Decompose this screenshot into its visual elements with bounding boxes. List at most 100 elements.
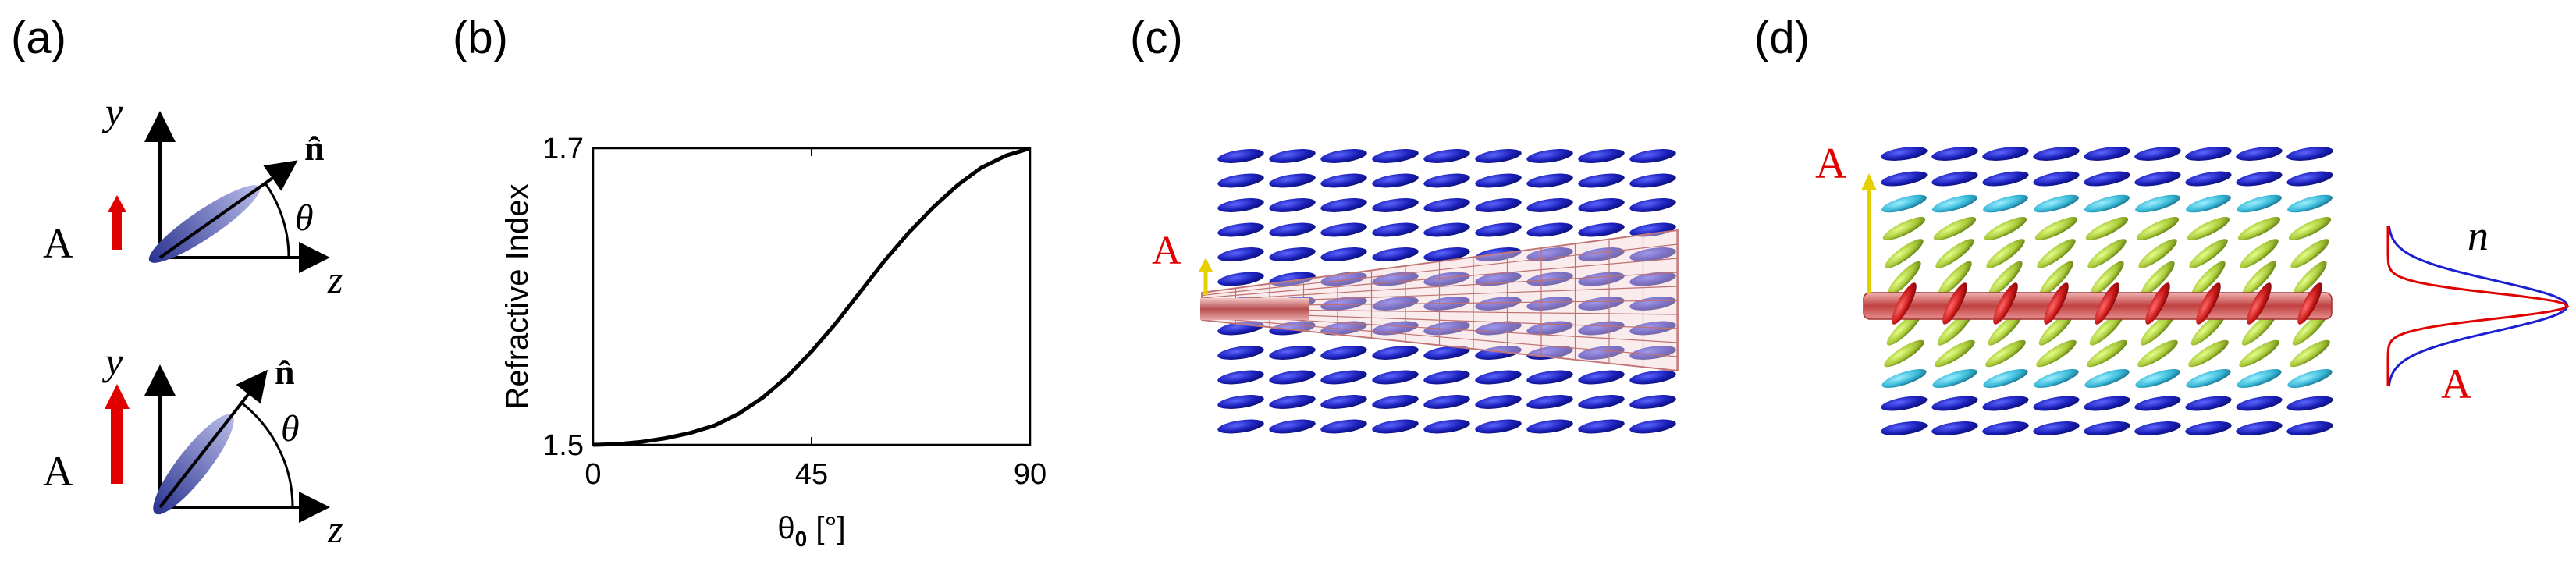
x-axis-label-unit: [°]: [807, 511, 845, 545]
lc-molecule: [2135, 369, 2180, 388]
lc-molecule: [2288, 217, 2332, 240]
director-arrow: [158, 369, 268, 509]
lc-molecule: [1881, 396, 1928, 411]
lc-molecule: [1629, 198, 1676, 212]
x-axis-label: θ0 [°]: [777, 511, 845, 551]
lc-molecule: [1982, 171, 2029, 187]
lc-molecule: [1217, 370, 1264, 385]
lc-molecule: [1886, 311, 1922, 346]
lc-molecule: [2084, 421, 2130, 435]
axis-y-label: y: [101, 339, 123, 383]
lc-molecule: [2135, 194, 2180, 213]
lc-molecule: [1475, 419, 1522, 434]
ellipsoid-grid-c: [1217, 149, 1676, 434]
lc-molecule: [2236, 171, 2283, 187]
lc-molecule: [2140, 311, 2176, 346]
lc-molecule: [2033, 171, 2080, 187]
lc-molecule: [1526, 272, 1573, 286]
lc-molecule: [1423, 346, 1470, 360]
lc-molecule: [2236, 421, 2283, 435]
lc-molecule: [1423, 395, 1470, 409]
lc-molecule: [2196, 282, 2221, 325]
lc-molecule: [2134, 171, 2181, 187]
lc-molecule: [1982, 421, 2029, 435]
panel-d-label: (d): [1754, 12, 1810, 63]
lc-molecule: [1217, 395, 1264, 409]
x-axis-label-base: θ: [777, 511, 794, 545]
lc-molecule: [2239, 339, 2279, 368]
lc-molecule: [2292, 311, 2328, 346]
lc-molecule: [2089, 311, 2125, 346]
ellipsoid-grid-d-beam-row: [1892, 282, 2322, 325]
lc-molecule: [1372, 222, 1419, 237]
lc-molecule: [1993, 282, 2018, 325]
lc-molecule: [2236, 147, 2283, 161]
lc-molecule: [1217, 346, 1264, 360]
lc-molecule: [1983, 369, 2028, 388]
lc-molecule: [2095, 282, 2119, 325]
lc-molecule: [1942, 282, 1967, 325]
lc-molecule: [1320, 149, 1367, 163]
x-tick-label: 45: [795, 458, 828, 491]
lc-molecule: [2188, 339, 2229, 368]
angle-arc: [264, 183, 290, 258]
lc-molecule: [2242, 261, 2276, 297]
lc-molecule: [1217, 247, 1264, 261]
lc-molecule: [2237, 369, 2282, 388]
lc-molecule: [2290, 339, 2330, 368]
lc-molecule: [2241, 311, 2277, 346]
lc-molecule: [2034, 369, 2079, 388]
lc-molecule: [1320, 370, 1367, 385]
lc-molecule: [1881, 147, 1928, 161]
lc-molecule: [1320, 247, 1367, 261]
lc-molecule: [1423, 198, 1470, 212]
lc-molecule: [1217, 272, 1264, 286]
lc-molecule: [1629, 419, 1676, 434]
lc-molecule: [1372, 173, 1419, 188]
amplitude-label: A: [43, 448, 73, 495]
lc-molecule: [1982, 396, 2029, 411]
lc-molecule: [1269, 173, 1316, 188]
lc-molecule: [1578, 222, 1625, 237]
lc-molecule: [1578, 419, 1625, 434]
amplitude-arrow-head: [105, 384, 130, 409]
amplitude-profile-curve: [2386, 226, 2570, 386]
lc-molecule: [2286, 171, 2333, 187]
lc-molecule: [1931, 147, 1978, 161]
amplitude-label: A: [43, 220, 73, 267]
mesh-line: [1201, 319, 1679, 371]
lc-molecule: [1526, 222, 1573, 237]
lc-molecule: [1931, 421, 1978, 435]
lc-molecule: [1372, 346, 1419, 360]
lc-molecule: [1629, 173, 1676, 188]
lc-molecule: [2185, 396, 2232, 411]
lc-molecule: [2033, 147, 2080, 161]
lc-molecule: [1320, 222, 1367, 237]
lc-molecule: [1932, 194, 1977, 213]
lc-molecule: [1475, 395, 1522, 409]
lc-molecule: [2134, 396, 2181, 411]
mesh-line: [1201, 243, 1679, 297]
lc-molecule: [1935, 239, 1974, 268]
profile-n-label: n: [2468, 212, 2489, 259]
lc-molecule: [2034, 194, 2079, 213]
lc-molecule: [1629, 247, 1676, 261]
lc-molecule: [1320, 198, 1367, 212]
lc-molecule: [1269, 247, 1316, 261]
lc-molecule: [1475, 370, 1522, 385]
lc-molecule: [1475, 173, 1522, 188]
lc-molecule: [1578, 149, 1625, 163]
lc-molecule: [1320, 419, 1367, 434]
beam-core: [1200, 298, 1309, 320]
mesh-line: [1201, 316, 1679, 357]
lc-molecule: [2185, 421, 2232, 435]
x-axis-label-sub: 0: [795, 527, 808, 551]
director-label: n̂: [304, 128, 325, 168]
lc-molecule: [2085, 217, 2129, 240]
lc-molecule: [1881, 369, 1927, 388]
panel-c: (c) A: [1130, 12, 1679, 434]
lc-molecule: [1629, 149, 1676, 163]
lc-molecule: [1578, 395, 1625, 409]
